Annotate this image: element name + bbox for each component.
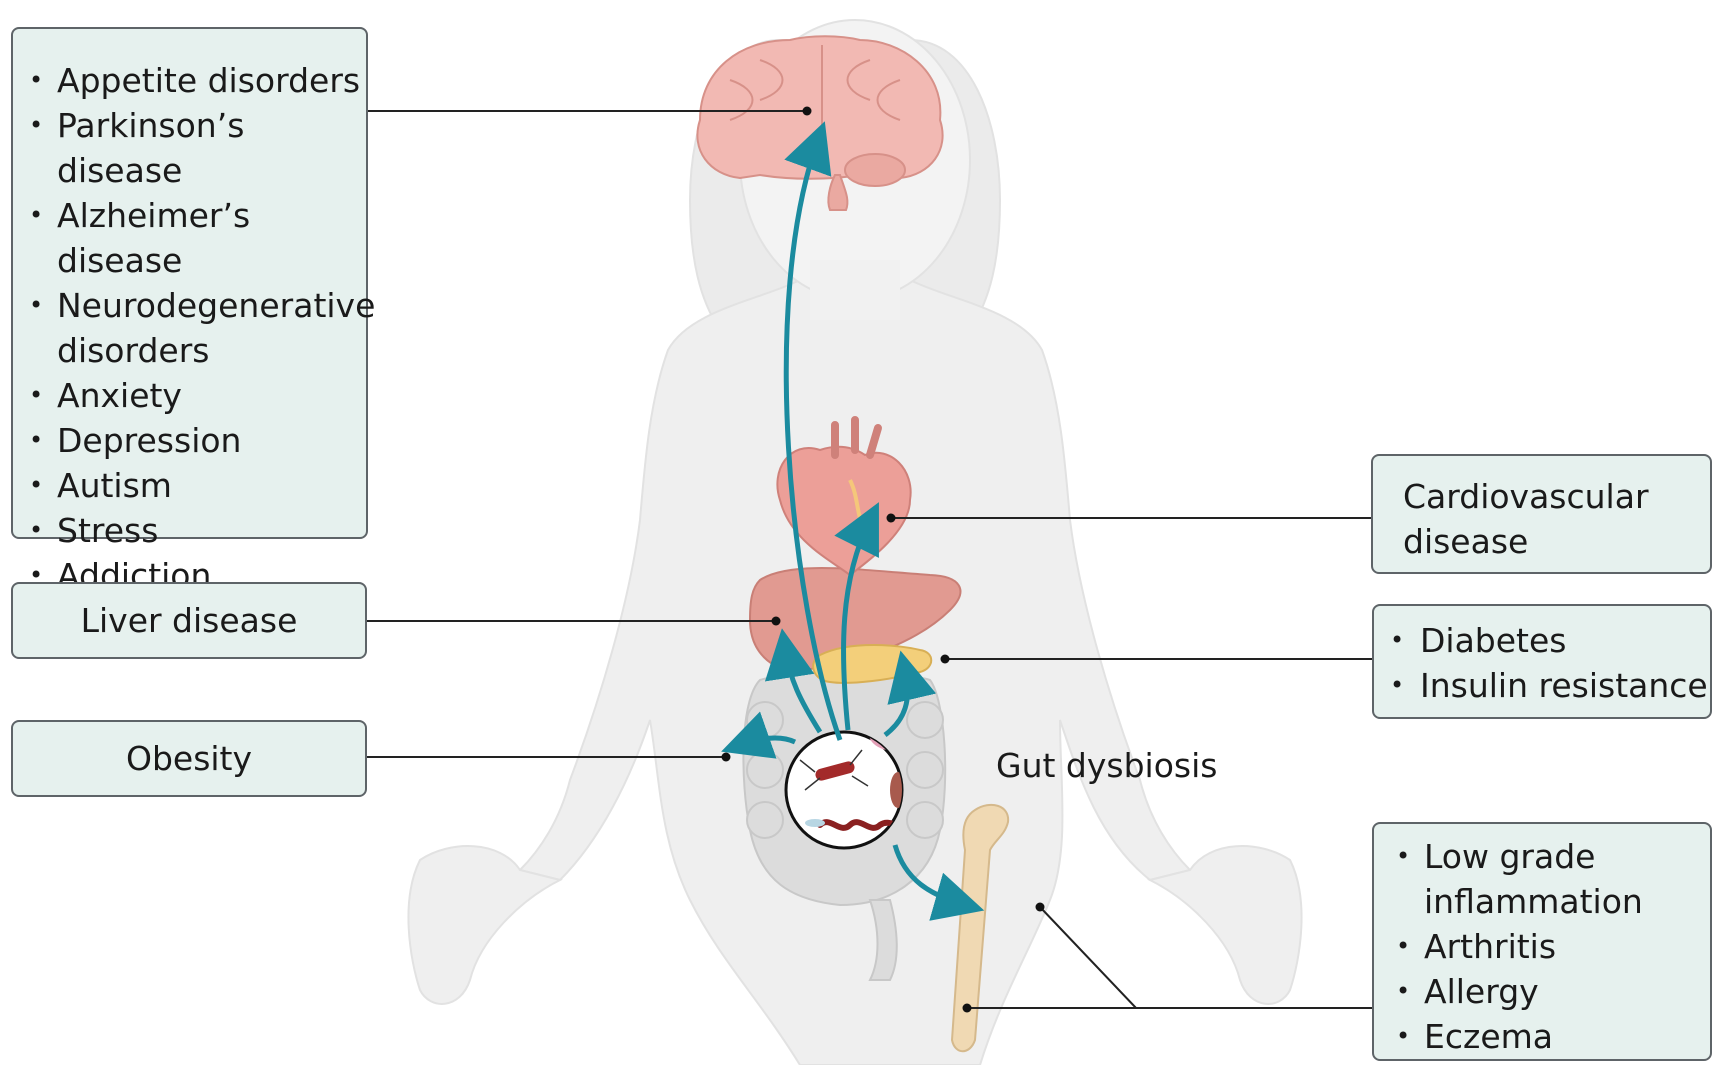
liver-disease-label: Liver disease	[80, 601, 298, 640]
obesity-box: Obesity	[11, 720, 367, 797]
gut-dysbiosis-label: Gut dysbiosis	[996, 746, 1218, 785]
gut-brain-arrows	[721, 121, 985, 921]
list-item: Arthritis	[1380, 924, 1710, 969]
list-item: Appetite disorders	[13, 58, 366, 103]
cardiovascular-label: Cardiovascular disease	[1403, 477, 1649, 561]
list-item: Parkinson’s disease	[13, 103, 366, 193]
list-item: Allergy	[1380, 969, 1710, 1014]
list-item: Alzheimer’s disease	[13, 193, 366, 283]
list-item: Diabetes	[1374, 618, 1710, 663]
brain-disorders-box: Appetite disorders Parkinson’s disease A…	[11, 27, 375, 598]
list-item: Autism	[13, 463, 366, 508]
brain-organ	[696, 35, 944, 211]
obesity-label: Obesity	[125, 739, 253, 778]
list-item: Anxiety	[13, 373, 366, 418]
diabetes-box: Diabetes Insulin resistance	[1372, 604, 1712, 719]
list-item: Insulin resistance	[1374, 663, 1710, 708]
inflammation-list: Low grade inflammation Arthritis Allergy…	[1380, 834, 1710, 1059]
cardiovascular-box: Cardiovascular disease	[1371, 454, 1712, 574]
list-item: Neurodegenerative disorders	[13, 283, 375, 373]
femur-bone	[950, 803, 1010, 1053]
list-item: Low grade inflammation	[1380, 834, 1664, 924]
list-item: Depression	[13, 418, 366, 463]
list-item: Stress	[13, 508, 366, 553]
brain-disorders-list: Appetite disorders Parkinson’s disease A…	[13, 58, 375, 598]
inflammation-box: Low grade inflammation Arthritis Allergy…	[1372, 822, 1712, 1061]
diabetes-list: Diabetes Insulin resistance	[1374, 618, 1710, 708]
liver-disease-box: Liver disease	[11, 582, 367, 659]
connector-lines	[367, 110, 1372, 1009]
connector-dots	[721, 106, 1045, 1013]
list-item: Eczema	[1380, 1014, 1710, 1059]
